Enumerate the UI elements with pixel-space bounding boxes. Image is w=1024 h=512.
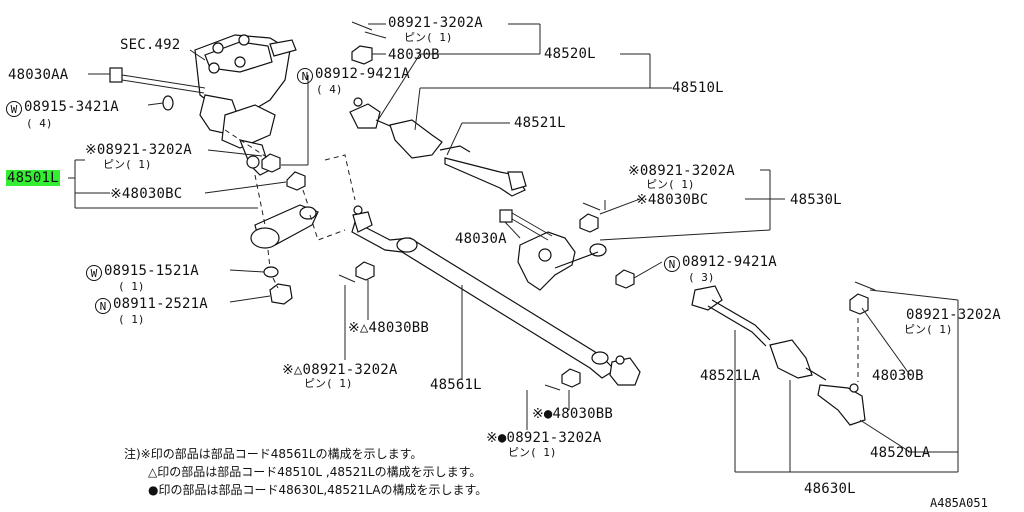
- qty-08912-9421A-2: ( 3): [688, 271, 715, 284]
- sub-08921-3202A-top: ピン( 1): [404, 31, 453, 44]
- nut-48030BC: [286, 171, 306, 191]
- sub-08921-3202A-right: ピン( 1): [904, 323, 953, 336]
- pin-08921-3202A-top: [351, 21, 373, 31]
- label-48030B-right[interactable]: 48030B: [872, 368, 924, 384]
- pin-sub-leader: [364, 31, 387, 39]
- pin-08921-3202A-tri: [338, 274, 356, 283]
- label-48521LA[interactable]: 48521LA: [700, 368, 761, 384]
- label-48630L[interactable]: 48630L: [804, 481, 856, 497]
- part-code: 08912-9421A: [682, 254, 777, 270]
- label-08921-3202A-top[interactable]: 08921-3202A: [388, 15, 483, 31]
- bolt-48030A: [499, 209, 553, 241]
- label-08921-3202A-right[interactable]: 08921-3202A: [906, 307, 1001, 323]
- label-08921-3202A-tri[interactable]: ※△08921-3202A: [282, 362, 398, 378]
- note-line-2: △印の部品は部品コード48510L ,48521Lの構成を示します。: [148, 465, 482, 479]
- washer-symbol: W: [86, 265, 102, 281]
- center-link-48561L: [351, 205, 641, 386]
- tie-rod-48630L: [691, 285, 866, 426]
- leader-lines: [68, 23, 959, 473]
- label-48521L[interactable]: 48521L: [514, 115, 566, 131]
- pin-08921-3202A-right: [854, 281, 876, 291]
- label-48501L[interactable]: 48501L: [6, 170, 60, 186]
- label-48030AA[interactable]: 48030AA: [8, 67, 69, 83]
- tie-rod-48510L: [349, 97, 527, 197]
- part-code: 08911-2521A: [113, 296, 208, 312]
- qty-08915-3421A: ( 4): [26, 117, 53, 130]
- nut-08911-2521A: [269, 283, 293, 305]
- nut-symbol: N: [664, 256, 680, 272]
- part-code: 08915-1521A: [104, 263, 199, 279]
- idler-arm: [250, 204, 319, 249]
- sub-08921-3202A-dot: ピン( 1): [508, 446, 557, 459]
- label-48530L[interactable]: 48530L: [790, 192, 842, 208]
- label-48561L[interactable]: 48561L: [430, 377, 482, 393]
- label-48030B-top[interactable]: 48030B: [388, 47, 440, 63]
- nut-48030BB-tri: [355, 261, 375, 281]
- part-code: 08915-3421A: [24, 99, 119, 115]
- label-48030BB-tri[interactable]: ※△48030BB: [348, 320, 429, 336]
- bolt-48030AA: [109, 67, 206, 94]
- nut-symbol: N: [95, 298, 111, 314]
- washer-08915-1521A: [263, 266, 279, 278]
- nut-48030B-right: [849, 293, 869, 315]
- part-code: 08912-9421A: [315, 66, 410, 82]
- nut-symbol: N: [297, 68, 313, 84]
- label-48520L[interactable]: 48520L: [544, 46, 596, 62]
- label-08921-3202A-dot[interactable]: ※●08921-3202A: [486, 430, 602, 446]
- pin-08921-3202A-dot: [544, 384, 561, 391]
- nut-08912-9421A: [261, 153, 281, 173]
- label-48510L[interactable]: 48510L: [672, 80, 724, 96]
- label-48030BC-1[interactable]: ※48030BC: [110, 186, 183, 202]
- label-08921-3202A-mid[interactable]: ※08921-3202A: [628, 163, 735, 179]
- bracket-48530L: [517, 231, 607, 291]
- nut-08912-9421A-mid: [615, 269, 635, 289]
- nut-48030BC-mid: [579, 213, 599, 233]
- nut-48030BB-dot: [561, 368, 581, 388]
- nut-48030B-top: [351, 45, 373, 65]
- qty-08915-1521A: ( 1): [118, 280, 145, 293]
- sub-08921-3202A-tri: ピン( 1): [304, 377, 353, 390]
- label-48030A[interactable]: 48030A: [455, 231, 507, 247]
- label-48520LA[interactable]: 48520LA: [870, 445, 931, 461]
- qty-08912-9421A-1: ( 4): [316, 83, 343, 96]
- qty-08911-2521A: ( 1): [118, 313, 145, 326]
- sub-08921-3202A-mid: ピン( 1): [646, 178, 695, 191]
- label-sec492[interactable]: SEC.492: [120, 37, 181, 53]
- pin-08921-3202A-mid: [582, 202, 601, 211]
- note-line-3: ●印の部品は部品コード48630L,48521LAの構成を示します。: [148, 483, 488, 497]
- label-48030BB-dot[interactable]: ※●48030BB: [532, 406, 613, 422]
- label-48030BC-2[interactable]: ※48030BC: [636, 192, 709, 208]
- washer-08915-3421A: [162, 95, 174, 111]
- figure-code: A485A051: [930, 496, 988, 510]
- washer-symbol: W: [6, 101, 22, 117]
- highlighted-part-code: 48501L: [6, 170, 60, 186]
- sub-08921-3202A-1: ピン( 1): [103, 158, 152, 171]
- note-line-1: 注)※印の部品は部品コード48561Lの構成を示します。: [124, 447, 423, 461]
- label-08921-3202A-1[interactable]: ※08921-3202A: [85, 142, 192, 158]
